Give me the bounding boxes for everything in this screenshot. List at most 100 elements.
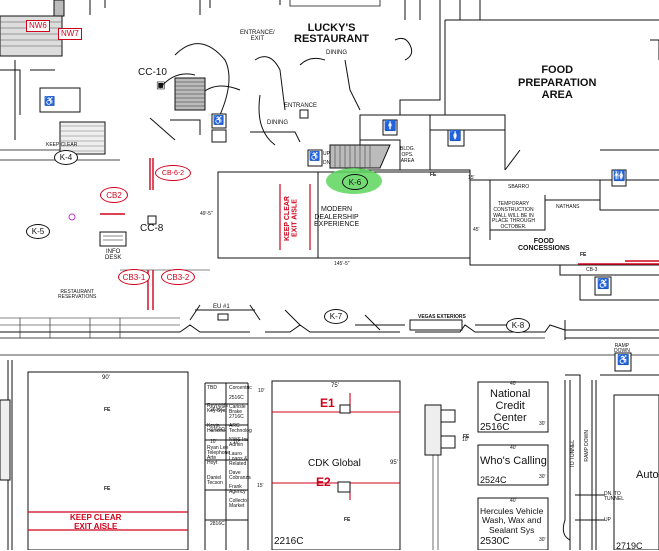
food-concessions-label: FOOD CONCESSIONS xyxy=(518,238,570,252)
booth-e1-label: E1 xyxy=(320,396,335,410)
small-booth-label: Ryan Lee Telephone Arte Hoyt xyxy=(207,445,231,466)
dim-40a: 40' xyxy=(510,381,517,387)
dim-10c: 10' xyxy=(258,388,265,394)
booth-auto-number: 2719C xyxy=(616,541,643,551)
bldg-ops-label: BLDG. OPS. AREA xyxy=(400,146,416,164)
restroom-icon: 🚹 xyxy=(384,121,397,132)
dim-30c: 30' xyxy=(539,537,546,543)
fire-extinguisher-label: FE xyxy=(104,407,111,413)
dim-90: 90' xyxy=(102,375,110,381)
booth-hercules-number: 2530C xyxy=(480,536,510,547)
dim-10b: 10' xyxy=(233,439,240,445)
small-booth-label: Lauro Loans & Related xyxy=(229,451,248,467)
small-booth-number: 2716C xyxy=(210,427,225,433)
marker-cb3-small: CB-3 xyxy=(586,267,598,273)
accessibility-icon: ♿ xyxy=(309,151,321,161)
dim-95: 95' xyxy=(390,460,398,466)
vegas-exteriors-label: VEGAS EXTERIORS xyxy=(418,314,466,320)
elevator-icon: ▣ xyxy=(156,80,166,91)
booth-cdk-number: 2216C xyxy=(274,536,304,547)
booth-whos-calling-name: Who's Calling xyxy=(480,455,547,467)
accessibility-icon: ♿ xyxy=(597,279,610,290)
accessibility-icon: ♿ xyxy=(44,96,56,106)
booth-national-credit-name: National Credit Center xyxy=(490,388,531,425)
dim-45: 45' xyxy=(473,227,480,233)
dim-30a: 30' xyxy=(539,421,546,427)
dining-label: DINING xyxy=(326,50,347,56)
dim-15b: 15' xyxy=(257,483,264,489)
up-small-label: UP xyxy=(323,151,330,157)
small-booth-label: NWS Ins Admin xyxy=(229,437,249,448)
marker-cb31: CB3-1 xyxy=(118,269,150,285)
booth-auto-name: Auto xyxy=(636,469,659,481)
restroom-icon: 🚻 xyxy=(613,171,626,182)
dim-49: 49'-5" xyxy=(200,211,213,217)
ramp-down-vertical-label: RAMP DOWN xyxy=(584,430,590,462)
keep-clear-horizontal: KEEP CLEAR EXIT AISLE xyxy=(70,513,122,531)
dim-10a: 10' xyxy=(210,439,217,445)
fire-extinguisher-label: FE xyxy=(430,172,437,178)
dim-30b: 30' xyxy=(539,474,546,480)
small-booth-label: Carlisle Brake 2716C xyxy=(229,404,246,420)
marker-nw7: NW7 xyxy=(58,28,82,40)
restroom-icon: 🚺 xyxy=(449,131,462,142)
booth-national-credit-number: 2516C xyxy=(480,422,510,433)
booth-hercules-name: Hercules Vehicle Wash, Wax and Sealant S… xyxy=(480,506,544,535)
info-desk-label: INFO DESK xyxy=(105,249,122,261)
dim-15: 15' xyxy=(468,175,475,181)
marker-cb2: CB2 xyxy=(100,187,128,203)
marker-k7: K-7 xyxy=(324,309,348,324)
booth-e2-label: E2 xyxy=(316,475,331,489)
fire-extinguisher-label: FE xyxy=(463,434,470,440)
marker-cb32: CB3-2 xyxy=(161,269,195,285)
ramp-down-label: RAMP DOWN xyxy=(614,343,630,354)
accessibility-icon: ♿ xyxy=(617,355,630,366)
marker-k5: K-5 xyxy=(26,224,50,239)
fire-extinguisher-label: FE xyxy=(104,486,111,492)
small-booth-label: TBD xyxy=(207,385,217,391)
marker-cc10: CC-10 xyxy=(138,67,167,78)
small-booth-label: Reynolds Key Syst xyxy=(207,403,228,414)
dim-40c: 40' xyxy=(510,498,517,504)
restaurant-reservations-label: RESTAURANT RESERVATIONS xyxy=(58,289,97,300)
up-label: UP xyxy=(604,517,611,523)
fire-extinguisher-label: FE xyxy=(580,252,587,258)
small-booth-label: Kevin Hartsock xyxy=(207,423,227,434)
dim-40b: 40' xyxy=(510,445,517,451)
marker-nw6: NW6 xyxy=(26,20,50,32)
temp-wall-note: TEMPORARY CONSTRUCTION WALL WILL BE IN P… xyxy=(492,201,535,230)
restaurant-label: LUCKY'S RESTAURANT xyxy=(294,22,369,45)
entrance-exit-label: ENTRANCE/ EXIT xyxy=(240,30,275,42)
dim-145: 145'-5" xyxy=(334,261,350,267)
marker-cb62: CB-6-2 xyxy=(155,165,191,181)
entrance-label: ENTRANCE xyxy=(284,103,318,109)
small-booth-number: 2616C xyxy=(210,407,225,413)
small-booth-label: Collector Market xyxy=(229,498,249,509)
dim-75: 75' xyxy=(331,383,339,389)
marker-cc8: CC-8 xyxy=(140,223,164,234)
booth-cdk-name: CDK Global xyxy=(308,458,361,469)
dn-tunnel-label: DN. TO TUNNEL xyxy=(604,491,625,502)
accessibility-icon: ♿ xyxy=(213,115,225,125)
small-booth-label: 2516C xyxy=(229,395,244,401)
small-booth-number: 2816C xyxy=(210,521,225,527)
keep-clear-vertical: KEEP CLEAR EXIT AISLE xyxy=(284,196,299,241)
nathans-label: NATHANS xyxy=(556,204,580,210)
sbarro-label: SBARRO xyxy=(508,184,530,190)
small-booth-label: Corcentric xyxy=(229,385,252,391)
dim-10d: 10' xyxy=(462,437,469,443)
small-booth-label: ARC Technolog xyxy=(229,423,252,434)
marker-k4: K-4 xyxy=(54,150,78,165)
small-booth-column-1: TBD Reynolds Key Syst Kevin Hartsock Rya… xyxy=(207,385,231,486)
small-booth-label: Frank Agency xyxy=(229,484,246,495)
dn-small-label: DN xyxy=(323,160,331,166)
to-tunnel-label: TO TUNNEL xyxy=(570,440,576,469)
small-booth-label: Dave Cobranza xyxy=(229,470,251,481)
marker-k6: K-6 xyxy=(342,174,368,190)
dining-label-left: DINING xyxy=(267,120,288,126)
small-booth-label: Daniel Tecson xyxy=(207,475,223,486)
dealership-label: MODERN DEALERSHIP EXPERIENCE xyxy=(314,206,360,229)
fire-extinguisher-label: FE xyxy=(344,517,351,523)
marker-k8: K-8 xyxy=(506,318,530,333)
